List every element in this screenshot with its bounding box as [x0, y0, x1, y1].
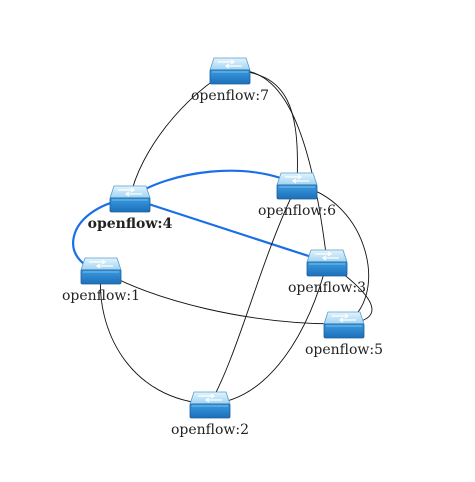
- network-switch-icon: [109, 185, 151, 213]
- switch-label: openflow:3: [288, 280, 366, 296]
- link-openflow-1-openflow-5[interactable]: [100, 269, 345, 325]
- switch-node-openflow-7[interactable]: openflow:7: [191, 57, 269, 104]
- link-openflow-4-openflow-3[interactable]: [129, 196, 328, 264]
- network-switch-icon: [209, 57, 251, 85]
- network-switch-icon: [276, 172, 318, 200]
- switch-label: openflow:2: [171, 422, 249, 438]
- network-switch-icon: [189, 391, 231, 419]
- link-openflow-6-openflow-2[interactable]: [209, 184, 298, 405]
- link-openflow-1-openflow-2[interactable]: [99, 269, 211, 405]
- switch-label: openflow:6: [258, 203, 336, 219]
- switches-layer: openflow:7 openflow:4 openflow:6 openflow:1…: [62, 57, 383, 438]
- switch-node-openflow-6[interactable]: openflow:6: [258, 172, 336, 219]
- switch-node-openflow-3[interactable]: openflow:3: [288, 249, 366, 296]
- switch-label: openflow:7: [191, 88, 269, 104]
- link-openflow-3-openflow-2[interactable]: [209, 261, 328, 405]
- network-switch-icon: [306, 249, 348, 277]
- switch-node-openflow-4[interactable]: openflow:4: [88, 185, 173, 232]
- switch-node-openflow-5[interactable]: openflow:5: [305, 311, 383, 358]
- switch-label: openflow:4: [88, 216, 173, 232]
- switch-node-openflow-2[interactable]: openflow:2: [171, 391, 249, 438]
- switch-node-openflow-1[interactable]: openflow:1: [62, 257, 140, 304]
- switch-label: openflow:1: [62, 288, 140, 304]
- link-openflow-4-openflow-6[interactable]: [129, 169, 298, 199]
- network-switch-icon: [80, 257, 122, 285]
- network-switch-icon: [323, 311, 365, 339]
- switch-label: openflow:5: [305, 342, 383, 358]
